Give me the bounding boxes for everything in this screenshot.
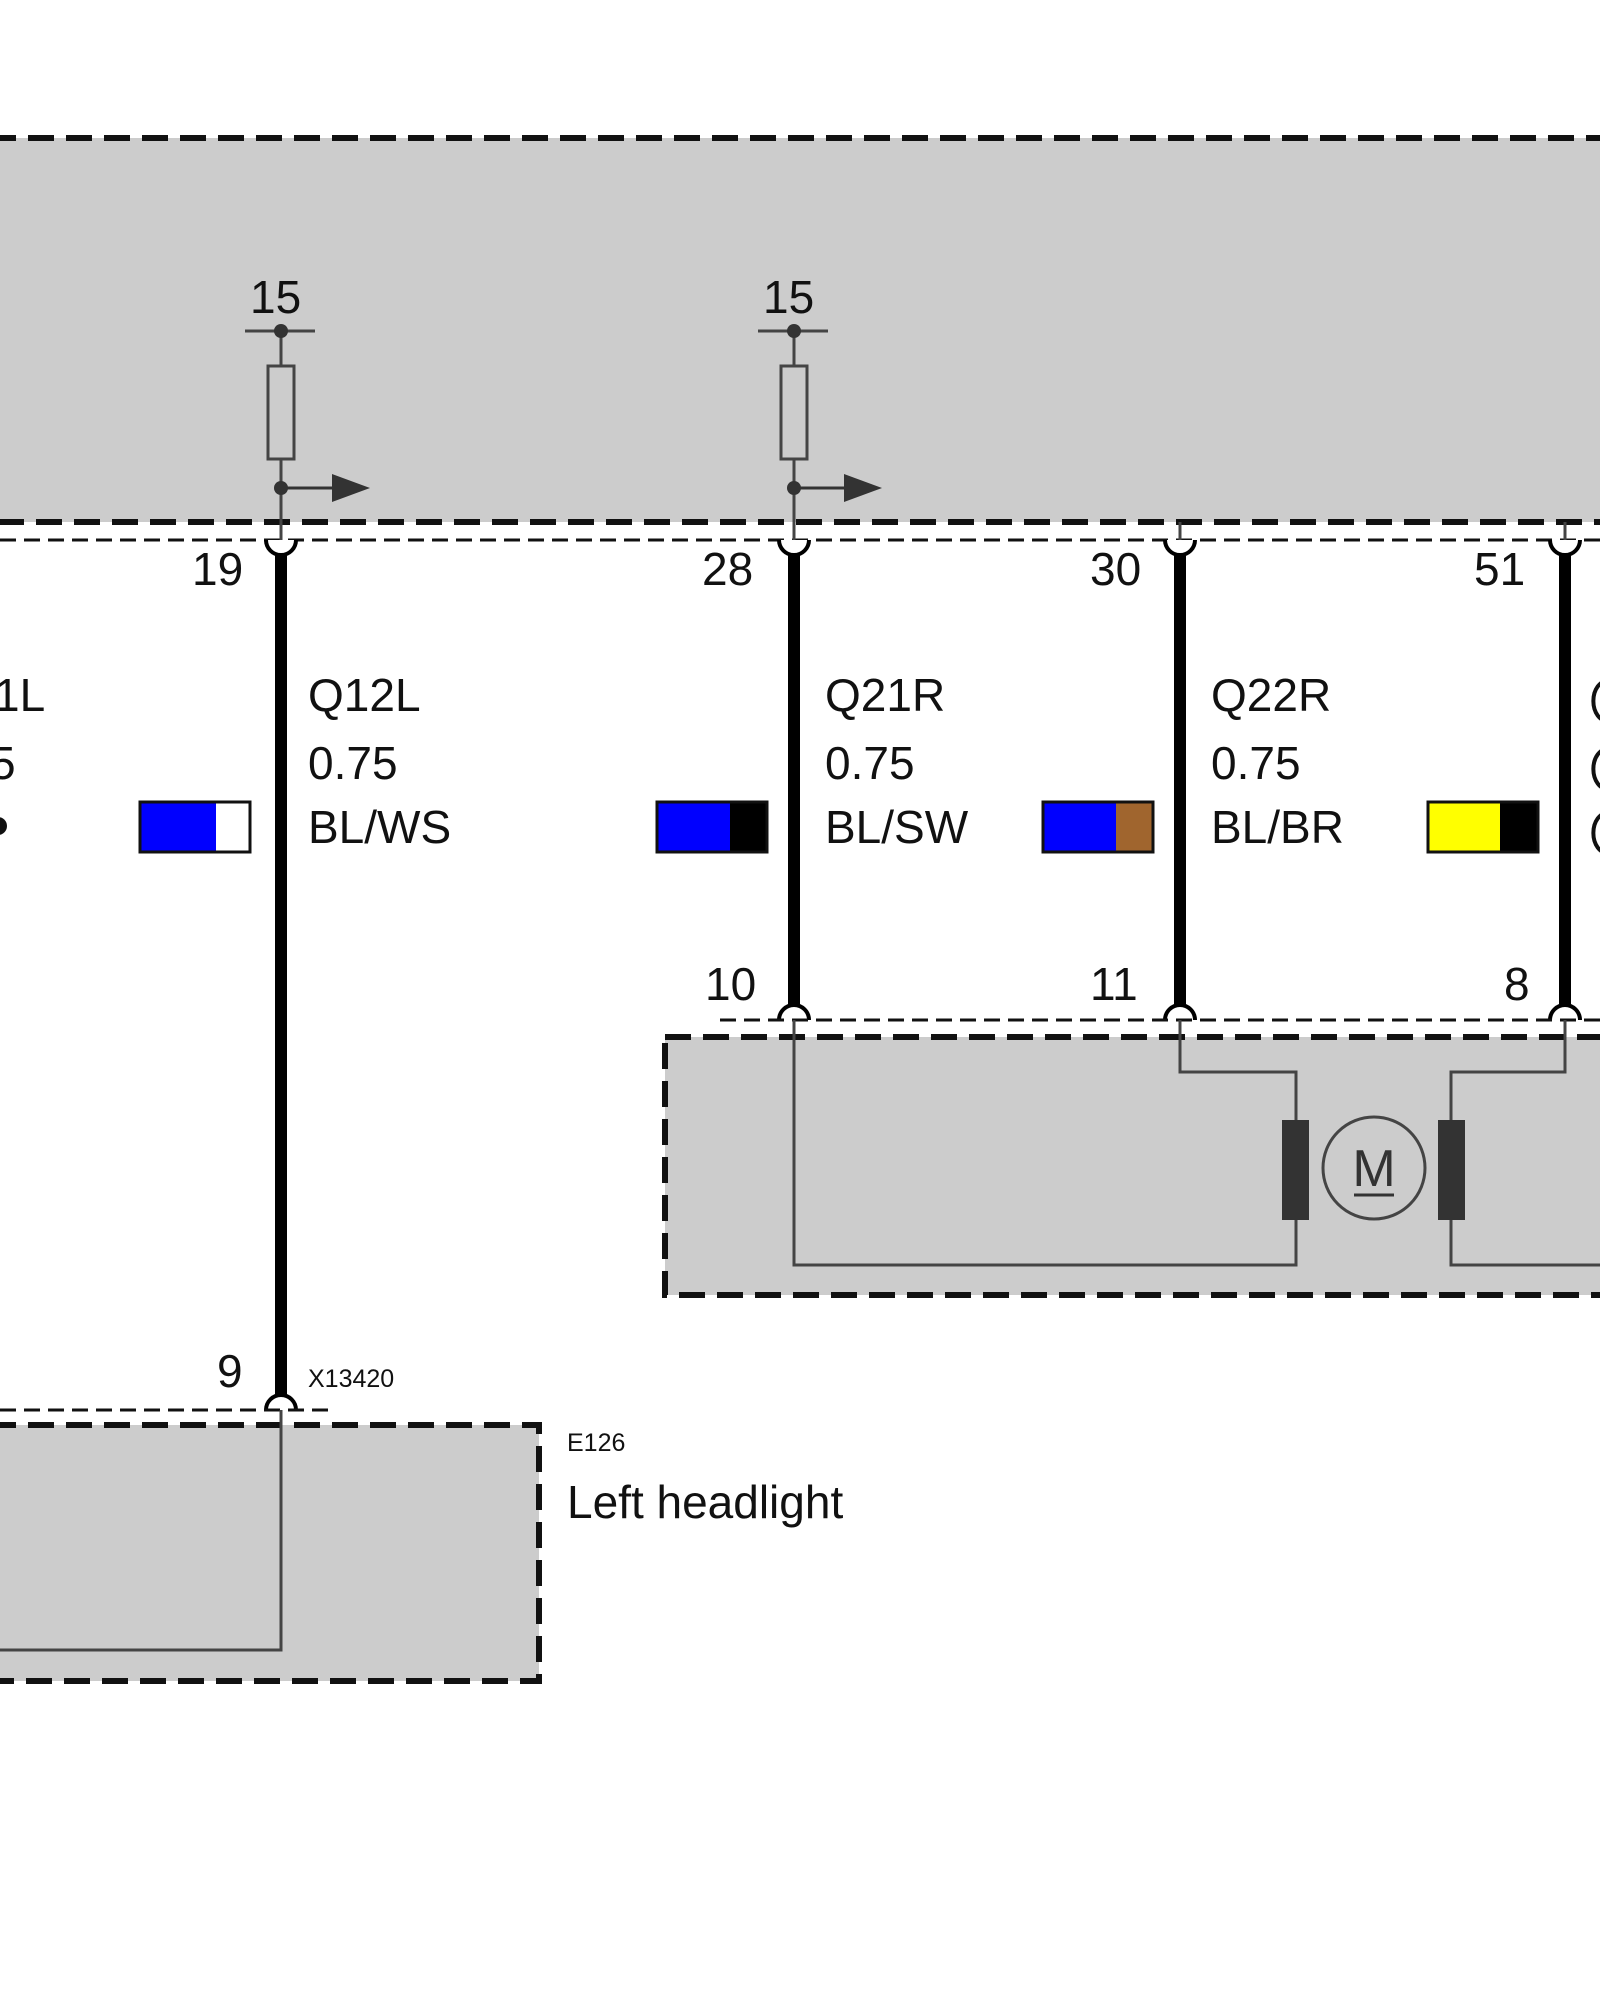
wire-code: Q21R <box>825 669 945 721</box>
pin-connector-icon <box>777 1003 811 1021</box>
pin-connector-icon <box>1548 539 1582 557</box>
pin-connector-icon <box>1163 539 1197 557</box>
wire-color-code: BL/BR <box>1211 801 1344 853</box>
headlight-module-body <box>0 1422 542 1684</box>
pin-number: 9 <box>217 1345 243 1397</box>
wire-code-partial: 1L <box>0 669 45 721</box>
supply-circuit-19: 15 <box>245 271 370 540</box>
pin-number: 11 <box>1090 958 1138 1010</box>
pin-number: 19 <box>192 543 243 595</box>
pin-number: 30 <box>1090 543 1141 595</box>
color-swatch-bl-br <box>1041 800 1155 854</box>
color-swatch-ge-sw <box>1426 800 1540 854</box>
wire-size-partial: 5 <box>0 737 16 789</box>
wire-q12l[interactable]: 19 Q12L 0.75 BL/WS 9 <box>192 539 451 1411</box>
wire-size: 0.75 <box>308 737 398 789</box>
terminal-15-label: 15 <box>250 271 301 323</box>
wire-partial-left: 1L 5 <box>0 669 45 835</box>
component-id: E126 <box>567 1429 625 1457</box>
wire-size: 0.75 <box>825 737 915 789</box>
wire-partial-right[interactable]: 51 8 <box>1474 539 1582 1021</box>
wire-color-code: BL/WS <box>308 801 451 853</box>
connector-id: X13420 <box>308 1365 394 1393</box>
pin-connector-icon <box>777 539 811 557</box>
motor-icon: M <box>1321 1115 1427 1221</box>
terminal-15-node <box>787 324 801 338</box>
headlight-module: X13420 E126 Left headlight <box>0 1365 843 1684</box>
supply-circuit-28: 15 <box>758 271 882 540</box>
signal-arrow-icon <box>844 474 882 502</box>
motor-letter: M <box>1352 1140 1395 1198</box>
terminal-15-node <box>274 324 288 338</box>
wire-code: Q12L <box>308 669 421 721</box>
wire-size: 0.75 <box>1211 737 1301 789</box>
pin-connector-icon <box>1163 1003 1197 1021</box>
pin-number: 10 <box>705 958 756 1010</box>
pin-connector-icon <box>264 1393 298 1411</box>
color-swatch-bl-sw <box>655 800 769 854</box>
wire-code: Q22R <box>1211 669 1331 721</box>
wire-q21r[interactable]: 28 Q21R 0.75 BL/SW 10 <box>702 539 969 1021</box>
pin-connector-icon <box>264 539 298 557</box>
signal-arrow-icon <box>332 474 370 502</box>
motor-module: M <box>662 1018 1600 1298</box>
pin-number: 28 <box>702 543 753 595</box>
pin-connector-icon <box>1548 1003 1582 1021</box>
motor-brush-left <box>1282 1120 1309 1220</box>
wire-color-code: BL/SW <box>825 801 969 853</box>
control-unit-module <box>0 135 1600 542</box>
terminal-15-label: 15 <box>763 271 814 323</box>
pin-number: 8 <box>1504 958 1530 1010</box>
wire-q22r[interactable]: 30 Q22R 0.75 BL/BR 11 <box>1090 539 1344 1021</box>
color-swatch-bl-ws <box>138 800 252 854</box>
component-name: Left headlight <box>567 1476 843 1528</box>
pin-number: 51 <box>1474 543 1525 595</box>
motor-brush-right <box>1438 1120 1465 1220</box>
